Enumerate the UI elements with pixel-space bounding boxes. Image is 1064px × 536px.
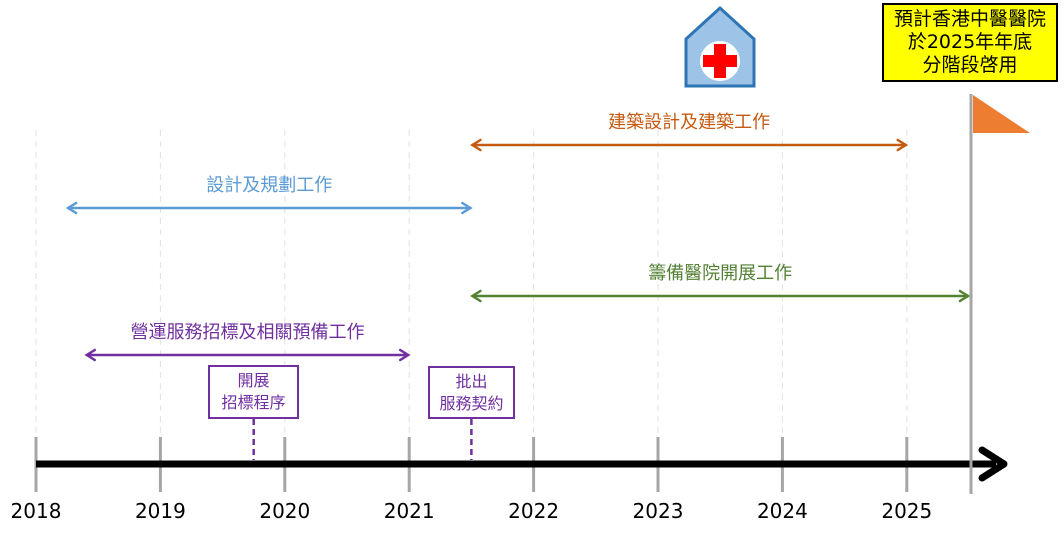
activity-label: 建築設計及建築工作 bbox=[608, 112, 770, 133]
arrowhead-right bbox=[958, 289, 971, 303]
activity-operation-tender: 營運服務招標及相關預備工作 bbox=[84, 322, 411, 362]
target-callout: 預計香港中醫醫院 於2025年年底 分階段啓用 bbox=[882, 3, 1058, 82]
arrowhead-left bbox=[84, 348, 97, 362]
target-line: 分階段啓用 bbox=[922, 54, 1018, 76]
activity-design-planning: 設計及規劃工作 bbox=[65, 175, 473, 215]
arrowhead-left bbox=[470, 138, 482, 152]
activity-label: 營運服務招標及相關預備工作 bbox=[130, 322, 364, 343]
arrowhead-left bbox=[470, 289, 482, 303]
arrowhead-left bbox=[65, 201, 78, 215]
flag-icon bbox=[973, 95, 1030, 133]
milestone-tender-process: 開展 招標程序 bbox=[208, 365, 299, 419]
year-label: 2019 bbox=[135, 499, 186, 523]
year-label: 2025 bbox=[881, 499, 932, 523]
year-labels: 2018 2019 2020 2021 2022 2023 2024 2025 bbox=[11, 499, 933, 523]
hospital-icon bbox=[684, 5, 756, 88]
milestone-line: 批出 bbox=[455, 372, 488, 391]
year-label: 2018 bbox=[11, 499, 62, 523]
arrowhead-icon bbox=[978, 446, 1008, 482]
arrowhead-right bbox=[461, 201, 473, 215]
activity-construction: 建築設計及建築工作 bbox=[470, 112, 909, 152]
year-label: 2022 bbox=[508, 499, 559, 523]
milestone-line: 服務契約 bbox=[439, 394, 504, 413]
arrowhead-right bbox=[896, 138, 909, 152]
activity-preparation: 籌備醫院開展工作 bbox=[470, 263, 971, 303]
year-label: 2024 bbox=[757, 499, 808, 523]
year-label: 2020 bbox=[259, 499, 310, 523]
milestone-service-contract: 批出 服務契約 bbox=[428, 366, 515, 419]
milestone-leaders bbox=[252, 419, 473, 460]
year-label: 2023 bbox=[633, 499, 684, 523]
milestone-line: 開展 bbox=[237, 371, 270, 390]
year-label: 2021 bbox=[384, 499, 435, 523]
target-line: 預計香港中醫醫院 bbox=[893, 8, 1046, 30]
milestone-line: 招標程序 bbox=[221, 393, 286, 412]
activity-label: 設計及規劃工作 bbox=[206, 175, 332, 196]
activity-label: 籌備醫院開展工作 bbox=[648, 263, 792, 284]
target-line: 於2025年年底 bbox=[907, 31, 1033, 53]
arrowhead-right bbox=[398, 348, 411, 362]
